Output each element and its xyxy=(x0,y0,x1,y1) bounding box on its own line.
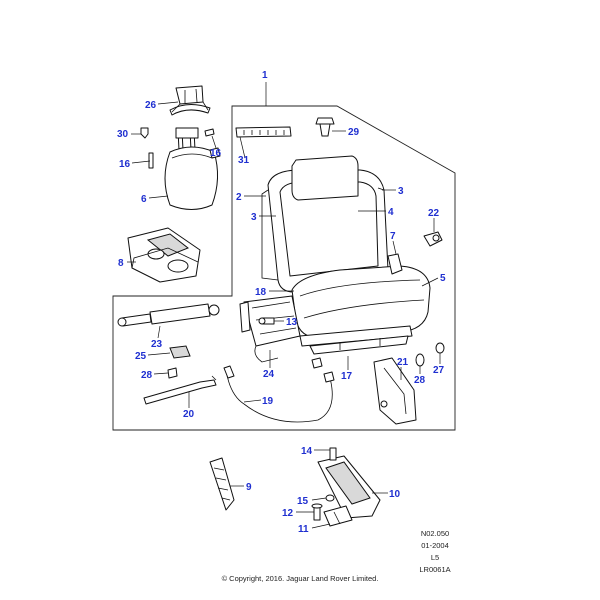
callout-6: 6 xyxy=(141,194,147,205)
callout-22: 22 xyxy=(428,208,440,219)
rod-20 xyxy=(143,375,217,405)
callout-17: 17 xyxy=(341,371,353,382)
knob-22 xyxy=(423,231,443,247)
callout-13: 13 xyxy=(286,317,298,328)
callout-28a: 28 xyxy=(141,370,153,381)
callout-3a: 3 xyxy=(398,186,404,197)
washer-15 xyxy=(325,494,335,502)
callout-20: 20 xyxy=(183,409,195,420)
callout-21: 21 xyxy=(397,357,409,368)
headrest xyxy=(164,127,218,210)
diagram-date: 01-2004 xyxy=(421,541,449,550)
callout-15: 15 xyxy=(297,496,309,507)
callout-14: 14 xyxy=(301,446,313,457)
callout-30: 30 xyxy=(117,129,129,140)
callout-12: 12 xyxy=(282,508,294,519)
diagram-code: N02.050 xyxy=(420,529,450,538)
callout-2: 2 xyxy=(236,192,242,203)
headrest-guide-frame xyxy=(169,85,211,116)
clip-16a xyxy=(204,128,215,137)
callout-28b: 28 xyxy=(414,375,426,386)
armrest-10 xyxy=(317,455,381,519)
callout-18: 18 xyxy=(255,287,267,298)
leader-lines xyxy=(127,82,441,529)
seat xyxy=(261,155,431,339)
callout-31: 31 xyxy=(238,155,250,166)
callout-11: 11 xyxy=(298,524,309,535)
pin-30 xyxy=(140,127,149,139)
callout-25: 25 xyxy=(135,351,147,362)
callout-4: 4 xyxy=(388,207,394,218)
seat-runners xyxy=(299,325,413,355)
callout-23: 23 xyxy=(151,339,163,350)
gas-strut xyxy=(117,303,220,327)
callout-3b: 3 xyxy=(251,212,257,223)
bolt-14 xyxy=(329,447,337,461)
clip-28b xyxy=(415,353,425,367)
bolt-13 xyxy=(258,317,275,325)
screw-16 xyxy=(148,152,154,169)
cable-24 xyxy=(254,345,279,363)
callout-29: 29 xyxy=(348,127,360,138)
callout-5: 5 xyxy=(440,273,446,284)
clip-28a xyxy=(167,367,178,379)
seat-assembly-frame xyxy=(112,105,456,431)
bracket-11 xyxy=(323,505,353,527)
callout-1: 1 xyxy=(262,70,268,81)
callout-9: 9 xyxy=(246,482,252,493)
callout-19: 19 xyxy=(262,396,274,407)
callout-10: 10 xyxy=(389,489,401,500)
callout-16b: 16 xyxy=(119,159,131,170)
cable-19 xyxy=(223,365,335,423)
trim-rail-31 xyxy=(235,126,292,138)
headrest-button-16 xyxy=(209,147,221,159)
recline-lever-7 xyxy=(387,253,403,275)
callout-27: 27 xyxy=(433,365,445,376)
copyright-notice: © Copyright, 2016. Jaguar Land Rover Lim… xyxy=(221,574,379,583)
bolt-12 xyxy=(311,503,323,521)
pad-25 xyxy=(169,345,191,359)
bracket-21 xyxy=(373,357,417,425)
clip-29 xyxy=(315,117,335,137)
callout-26: 26 xyxy=(145,100,157,111)
link-17 xyxy=(311,357,323,369)
diagram-reference: LR0061A xyxy=(419,565,451,574)
callout-24: 24 xyxy=(263,369,275,380)
callout-16a: 16 xyxy=(210,148,222,159)
callout-7: 7 xyxy=(390,231,396,242)
clip-27 xyxy=(435,342,445,354)
diagram-level: L5 xyxy=(430,553,440,562)
callout-labels: 1 26 30 16 16 6 8 31 29 2 3 3 4 22 7 5 1… xyxy=(117,70,446,535)
callout-8: 8 xyxy=(118,258,124,269)
trim-9 xyxy=(209,457,235,511)
cupholder-tray xyxy=(127,227,201,283)
